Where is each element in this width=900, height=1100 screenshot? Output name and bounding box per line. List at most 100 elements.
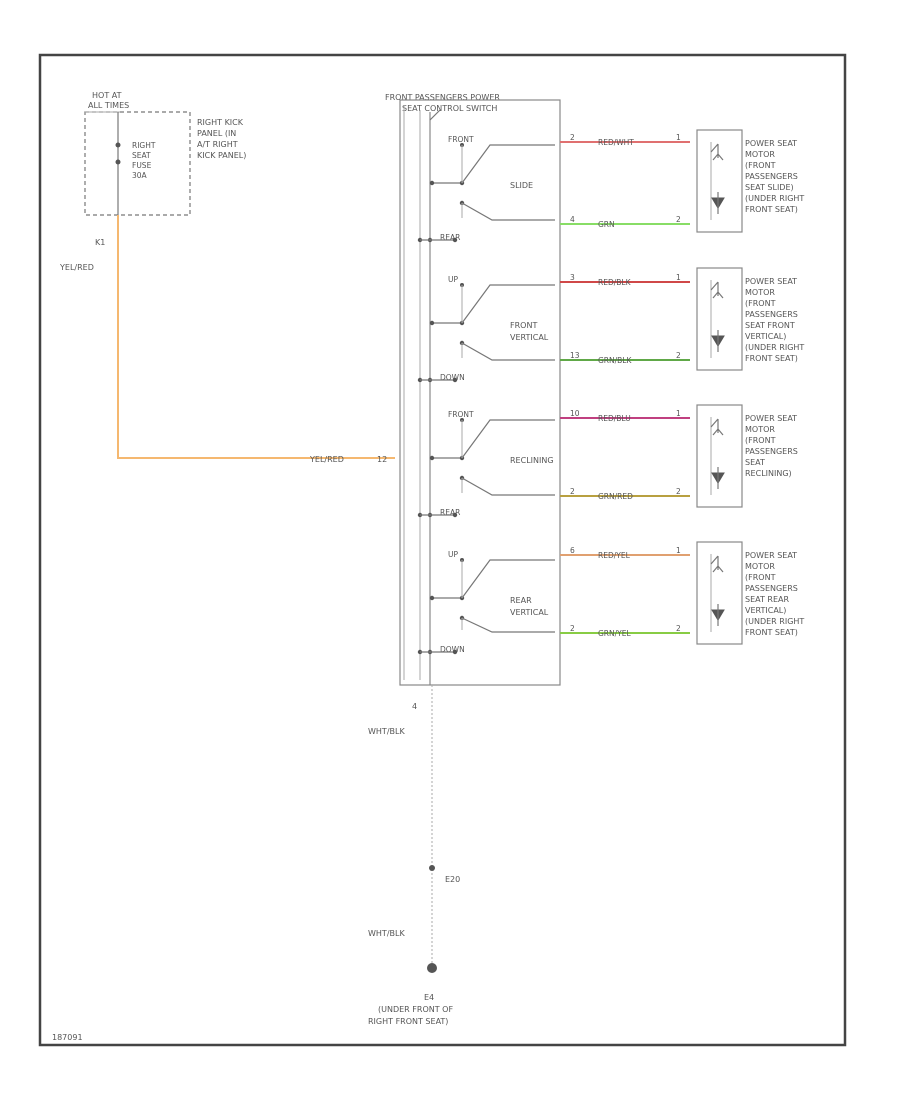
motor-text-line-2: MOTOR xyxy=(745,288,775,297)
motor-text-line-3: (FRONT xyxy=(745,161,776,170)
motor-text-line-2: MOTOR xyxy=(745,150,775,159)
switch-section-up-label: FRONT xyxy=(448,410,474,419)
motor-symbol-icon xyxy=(710,554,725,632)
power-seat-motor-4: POWER SEAT MOTOR (FRONT PASSENGERS SEAT REAR… xyxy=(696,541,804,645)
motor-text-line-4: PASSENGERS xyxy=(745,584,798,593)
fuse-location-line-1: RIGHT KICK xyxy=(197,118,244,127)
motor-text-line-3: (FRONT xyxy=(745,299,776,308)
switch-section-name-line-1: FRONT xyxy=(510,321,537,330)
motor-text-line-8: FRONT SEAT) xyxy=(745,354,798,363)
motor-text-line-2: MOTOR xyxy=(745,562,775,571)
motor-text-line-7: FRONT SEAT) xyxy=(745,205,798,214)
motor-text-line-5: SEAT REAR xyxy=(745,595,790,604)
switch-section-down-label: DOWN xyxy=(440,645,465,654)
switch-section-name-line-2: VERTICAL xyxy=(510,608,549,617)
figure-id: 187091 xyxy=(52,1033,83,1042)
motor-box xyxy=(696,404,743,508)
motor-text-line-3: (FRONT xyxy=(745,436,776,445)
wire-label: GRN/YEL xyxy=(598,629,631,638)
wire-label: GRN xyxy=(598,220,615,229)
ground-wire-label: WHT/BLK xyxy=(368,727,405,736)
motor-text-line-6: VERTICAL) xyxy=(745,606,786,615)
fuse-location-line-4: KICK PANEL) xyxy=(197,151,246,160)
motor-box xyxy=(696,129,743,233)
motors: POWER SEAT MOTOR (FRONT PASSENGERS SEAT SLID… xyxy=(696,129,804,645)
motor-text-line-1: POWER SEAT xyxy=(745,414,797,423)
ground-splice-label: E20 xyxy=(445,875,460,884)
switch-section-name-line-2: VERTICAL xyxy=(510,333,549,342)
feed-wire xyxy=(117,215,395,459)
switch-outer-box xyxy=(399,99,561,686)
ground-wire-color: WHT/BLK xyxy=(368,929,405,938)
motor-symbol-icon xyxy=(710,142,725,220)
motor-text-line-3: (FRONT xyxy=(745,573,776,582)
motor-text-line-6: VERTICAL) xyxy=(745,332,786,341)
ground-location-line-2: RIGHT FRONT SEAT) xyxy=(368,1017,448,1026)
wire-label: GRN/BLK xyxy=(598,356,632,365)
motor-text-line-5: SEAT FRONT xyxy=(745,321,795,330)
fuse-location-line-3: A/T RIGHT xyxy=(197,140,238,149)
motor-text-line-6: (UNDER RIGHT xyxy=(745,194,804,203)
motor-text-line-5: SEAT xyxy=(745,458,765,467)
motor-text-line-4: PASSENGERS xyxy=(745,310,798,319)
feed-pin-label: 12 xyxy=(377,455,387,464)
motor-text-line-1: POWER SEAT xyxy=(745,139,797,148)
power-seat-motor-1: POWER SEAT MOTOR (FRONT PASSENGERS SEAT SLID… xyxy=(696,129,804,233)
motor-text-line-7: (UNDER RIGHT xyxy=(745,343,804,352)
motor-text-line-7: (UNDER RIGHT xyxy=(745,617,804,626)
wire-label: RED/YEL xyxy=(598,551,631,560)
motor-text-line-4: PASSENGERS xyxy=(745,447,798,456)
wire-pin-left: 2 xyxy=(570,624,575,633)
ground-point-icon xyxy=(427,963,437,973)
fuse-label-line-2: SEAT xyxy=(132,151,151,160)
motor-symbol-icon xyxy=(710,280,725,358)
wire-pin-right: 1 xyxy=(676,133,681,142)
fuse-block: HOT AT ALL TIMES RIGHT SEAT FUSE 30A RIG… xyxy=(59,91,246,272)
motor-box xyxy=(696,267,743,371)
motor-text-line-4: PASSENGERS xyxy=(745,172,798,181)
fuse-label-line-3: FUSE xyxy=(132,161,152,170)
motor-box xyxy=(696,541,743,645)
fuse-label-line-4: 30A xyxy=(132,171,148,180)
wire-pin-right: 2 xyxy=(676,351,681,360)
motor-text-line-5: SEAT SLIDE) xyxy=(745,183,794,192)
switch-section-2: UP DOWN FRONT VERTICAL xyxy=(417,275,555,383)
switch-section-name-line-1: SLIDE xyxy=(510,181,533,190)
wire-pin-left: 2 xyxy=(570,133,575,142)
wire-label: RED/BLU xyxy=(598,414,631,423)
fuse-block-header-line-2: ALL TIMES xyxy=(88,101,129,110)
wire-pin-right: 2 xyxy=(676,215,681,224)
ground-location-line-1: (UNDER FRONT OF xyxy=(378,1005,453,1014)
ground-point-label: E4 xyxy=(424,993,434,1002)
wire-pin-right: 2 xyxy=(676,624,681,633)
ground-pin-label: 4 xyxy=(412,702,417,711)
wire-label: RED/WHT xyxy=(598,138,634,147)
ground-path: E20 WHT/BLK E4 (UNDER FRONT OF RIGHT FRO… xyxy=(368,685,460,1026)
power-seat-motor-3: POWER SEATMOTOR(FRONTPASSENGERSSEATRECLI… xyxy=(696,404,798,508)
fuse-block-outline xyxy=(84,111,191,216)
wire-pin-right: 2 xyxy=(676,487,681,496)
wire-pin-right: 1 xyxy=(676,273,681,282)
switch-sections: FRONTREARSLIDEUPDOWNFRONTVERTICALFRONTRE… xyxy=(417,135,555,655)
motor-text-line-1: POWER SEAT xyxy=(745,551,797,560)
switch-section-up-label: FRONT xyxy=(448,135,474,144)
fuse-block-header-line-1: HOT AT xyxy=(92,91,122,100)
wire-pin-left: 4 xyxy=(570,215,575,224)
switch-section-down-label: DOWN xyxy=(440,373,465,382)
switch-section-up-label: UP xyxy=(448,275,458,284)
wire-pin-left: 6 xyxy=(570,546,575,555)
wire-pin-right: 1 xyxy=(676,546,681,555)
switch-section-name-line-1: REAR xyxy=(510,596,532,605)
motor-text-line-8: FRONT SEAT) xyxy=(745,628,798,637)
switch-section-up-label: UP xyxy=(448,550,458,559)
motor-text-line-6: RECLINING) xyxy=(745,469,792,478)
wire-pin-left: 13 xyxy=(570,351,580,360)
